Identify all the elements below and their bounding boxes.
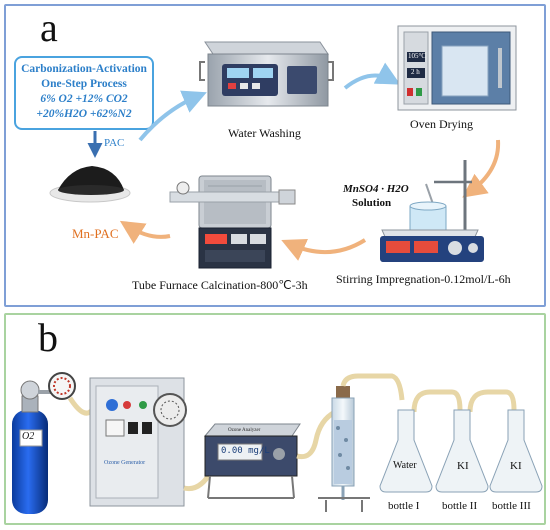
bottle-3-content: KI bbox=[510, 460, 522, 472]
furnace-label: Tube Furnace Calcination-800℃-3h bbox=[132, 278, 308, 292]
panel-a bbox=[4, 4, 546, 307]
analyzer-reading: 0.00 mg/L bbox=[221, 446, 270, 456]
process-box: Carbonization-Activation One-Step Proces… bbox=[14, 56, 154, 130]
water-washing-label: Water Washing bbox=[228, 126, 301, 140]
tube-bottle2-to-bottle3 bbox=[467, 389, 517, 413]
ultrasonic-washer-image bbox=[199, 41, 334, 107]
ozone-analyzer-image bbox=[203, 423, 301, 499]
solution-formula-label: MnSO4 · H2O bbox=[343, 183, 409, 195]
process-recipe-line1: 6% O2 +12% CO2 bbox=[40, 93, 128, 105]
bottle-1-content: Water bbox=[393, 460, 417, 471]
oxygen-cylinder-image bbox=[12, 372, 76, 514]
bottle-3-flask bbox=[489, 409, 543, 493]
cylinder-label: O2 bbox=[22, 431, 35, 442]
oven-display-time: 2 h bbox=[411, 68, 420, 76]
panel-a-letter: a bbox=[40, 5, 58, 50]
tube-cylinder-to-generator bbox=[67, 396, 94, 416]
bottle-2-name: bottle II bbox=[442, 500, 478, 512]
oven-image bbox=[397, 25, 517, 111]
oven-display-temp: 105°C bbox=[408, 52, 426, 60]
arrow-pac-to-washing bbox=[138, 90, 207, 142]
process-title-line1: Carbonization-Activation bbox=[21, 63, 147, 75]
arrow-furnace-to-mnpac bbox=[119, 220, 171, 244]
process-title-line2: One-Step Process bbox=[41, 78, 127, 90]
analyzer-title: Ozone Analyzer bbox=[228, 428, 261, 433]
bottle-1-name: bottle I bbox=[388, 500, 420, 512]
panel-b bbox=[4, 313, 546, 525]
magnetic-stirrer-image bbox=[380, 160, 484, 262]
arrow-stirring-to-furnace bbox=[281, 238, 367, 261]
tube-furnace-image bbox=[169, 175, 296, 269]
bottle-3-name: bottle III bbox=[492, 500, 531, 512]
arrow-washing-to-oven bbox=[343, 62, 401, 90]
process-recipe-line2: +20%H2O +62%N2 bbox=[36, 108, 132, 120]
bottle-2-content: KI bbox=[457, 460, 469, 472]
mn-pac-label: Mn-PAC bbox=[72, 226, 119, 241]
pac-powder-image bbox=[49, 166, 131, 203]
bottle-2-flask bbox=[435, 409, 489, 493]
stirring-label: Stirring Impregnation-0.12mol/L-6h bbox=[336, 272, 511, 286]
tube-column-to-bottle1 bbox=[340, 373, 405, 401]
panel-b-letter: b bbox=[38, 315, 58, 360]
arrow-oven-to-stirring bbox=[462, 139, 501, 198]
oven-drying-label: Oven Drying bbox=[410, 117, 473, 131]
solution-label: Solution bbox=[352, 197, 392, 209]
ozone-generator-image bbox=[89, 377, 187, 507]
ozone-generator-label: Ozone Generator bbox=[104, 460, 146, 466]
tube-analyzer-to-column bbox=[296, 409, 337, 460]
tube-bottle1-to-bottle2 bbox=[411, 389, 463, 413]
bottle-1-flask bbox=[379, 409, 433, 493]
pac-label: PAC bbox=[104, 137, 125, 149]
packed-column-image bbox=[318, 386, 370, 512]
